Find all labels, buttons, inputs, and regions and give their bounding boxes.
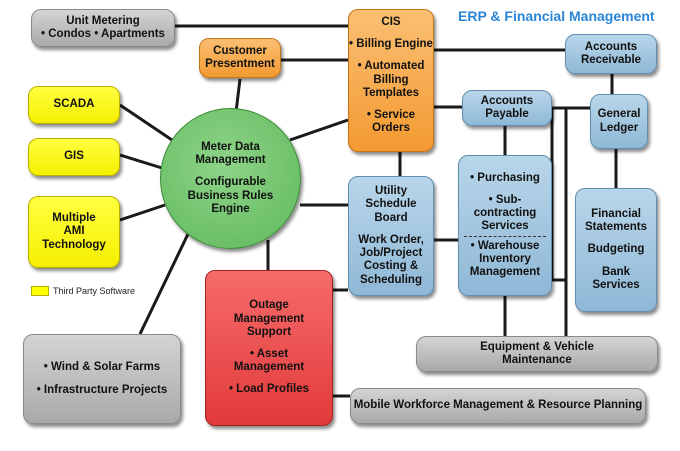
meter-data-line1: Meter Data (201, 140, 260, 153)
financial-line1: Financial (591, 207, 641, 220)
equipment-vehicle-node: Equipment & Vehicle Maintenance (416, 336, 658, 372)
cis-node: CIS • Billing Engine • Automated Billing… (348, 9, 434, 152)
accounts-payable-line2: Payable (485, 108, 529, 120)
asset-line2: Management (233, 361, 305, 374)
utility-schedule-line3: Board (374, 211, 408, 224)
outage-line1: Outage (249, 299, 289, 312)
customer-presentment-line2: Presentment (205, 58, 275, 70)
general-ledger-line1: General (597, 108, 641, 121)
unit-metering-node: Unit Metering • Condos • Apartments (31, 9, 175, 47)
accounts-payable-line1: Accounts (480, 94, 534, 107)
multiple-ami-line3: Technology (42, 238, 106, 251)
equipment-line1: Equipment & Vehicle (480, 340, 594, 353)
customer-presentment-node: Customer Presentment (199, 38, 281, 78)
financial-line2: Statements (585, 221, 647, 234)
cis-billing-engine: • Billing Engine (349, 38, 433, 51)
legend-label: Third Party Software (53, 286, 136, 296)
meter-data-line3: Configurable (195, 176, 266, 189)
purchasing-item: • Purchasing (470, 171, 540, 184)
wind-solar-node: • Wind & Solar Farms • Infrastructure Pr… (23, 334, 181, 424)
accounts-receivable-line2: Receivable (580, 54, 642, 66)
financial-node: Financial Statements Budgeting Bank Serv… (575, 188, 657, 312)
unit-metering-items: • Condos • Apartments (41, 28, 165, 40)
multiple-ami-line2: AMI (63, 225, 85, 238)
load-profiles: • Load Profiles (228, 383, 310, 396)
cis-service-line1: • Service (366, 109, 416, 122)
diagram-title: ERP & Financial Management (458, 8, 655, 24)
meter-data-line4: Business Rules (187, 189, 274, 202)
warehouse-line1: • Warehouse (470, 239, 540, 252)
financial-line5: Services (592, 278, 640, 291)
legend-swatch (31, 286, 49, 296)
equipment-line2: Maintenance (502, 354, 572, 366)
wind-solar-item: • Wind & Solar Farms (43, 361, 161, 374)
accounts-payable-node: Accounts Payable (462, 90, 552, 126)
utility-schedule-line6: Costing & (363, 260, 419, 273)
gis-label: GIS (64, 150, 84, 163)
meter-data-management-node: Meter Data Management Configurable Busin… (160, 108, 301, 249)
asset-line1: • Asset (249, 348, 289, 360)
multiple-ami-node: Multiple AMI Technology (28, 196, 120, 268)
subcontracting-line1: • Sub-contracting (473, 193, 537, 220)
accounts-receivable-line1: Accounts (584, 40, 638, 53)
customer-presentment-line1: Customer (213, 44, 267, 57)
subcontracting-line2: Services (481, 220, 529, 233)
utility-schedule-line1: Utility (375, 185, 407, 198)
cis-automated-line3: Templates (362, 86, 420, 99)
unit-metering-title: Unit Metering (66, 14, 140, 27)
warehouse-line3: Management (469, 266, 541, 279)
cis-service-line2: Orders (372, 122, 410, 135)
utility-schedule-board-node: Utility Schedule Board Work Order, Job/P… (348, 176, 434, 296)
utility-schedule-line5: Job/Project (359, 247, 423, 260)
financial-line4: Bank (601, 265, 631, 278)
mobile-workforce-node: Mobile Workforce Management & Resource P… (350, 388, 646, 424)
divider (464, 235, 546, 237)
outage-management-node: Outage Management Support • Asset Manage… (205, 270, 333, 426)
purchasing-node: • Purchasing • Sub-contracting Services … (458, 155, 552, 296)
scada-label: SCADA (53, 98, 95, 111)
meter-data-line5: Engine (211, 202, 250, 215)
utility-schedule-line4: Work Order, (358, 233, 424, 246)
meter-data-line2: Management (195, 154, 266, 167)
utility-schedule-line2: Schedule (365, 198, 417, 211)
cis-title: CIS (381, 16, 401, 28)
financial-line3: Budgeting (587, 243, 645, 256)
infrastructure-item: • Infrastructure Projects (36, 383, 168, 396)
legend: Third Party Software (31, 286, 135, 296)
warehouse-line2: Inventory (479, 252, 531, 265)
accounts-receivable-node: Accounts Receivable (565, 34, 657, 74)
cis-automated-line1: • Automated (357, 60, 425, 73)
outage-line2: Management (233, 312, 305, 325)
general-ledger-line2: Ledger (599, 121, 639, 134)
scada-node: SCADA (28, 86, 120, 124)
mobile-workforce-label: Mobile Workforce Management & Resource P… (353, 399, 643, 412)
general-ledger-node: General Ledger (590, 94, 648, 149)
outage-line3: Support (246, 325, 292, 338)
gis-node: GIS (28, 138, 120, 176)
cis-automated-line2: Billing (373, 73, 409, 86)
utility-schedule-line7: Scheduling (360, 273, 422, 286)
multiple-ami-line1: Multiple (52, 212, 96, 225)
